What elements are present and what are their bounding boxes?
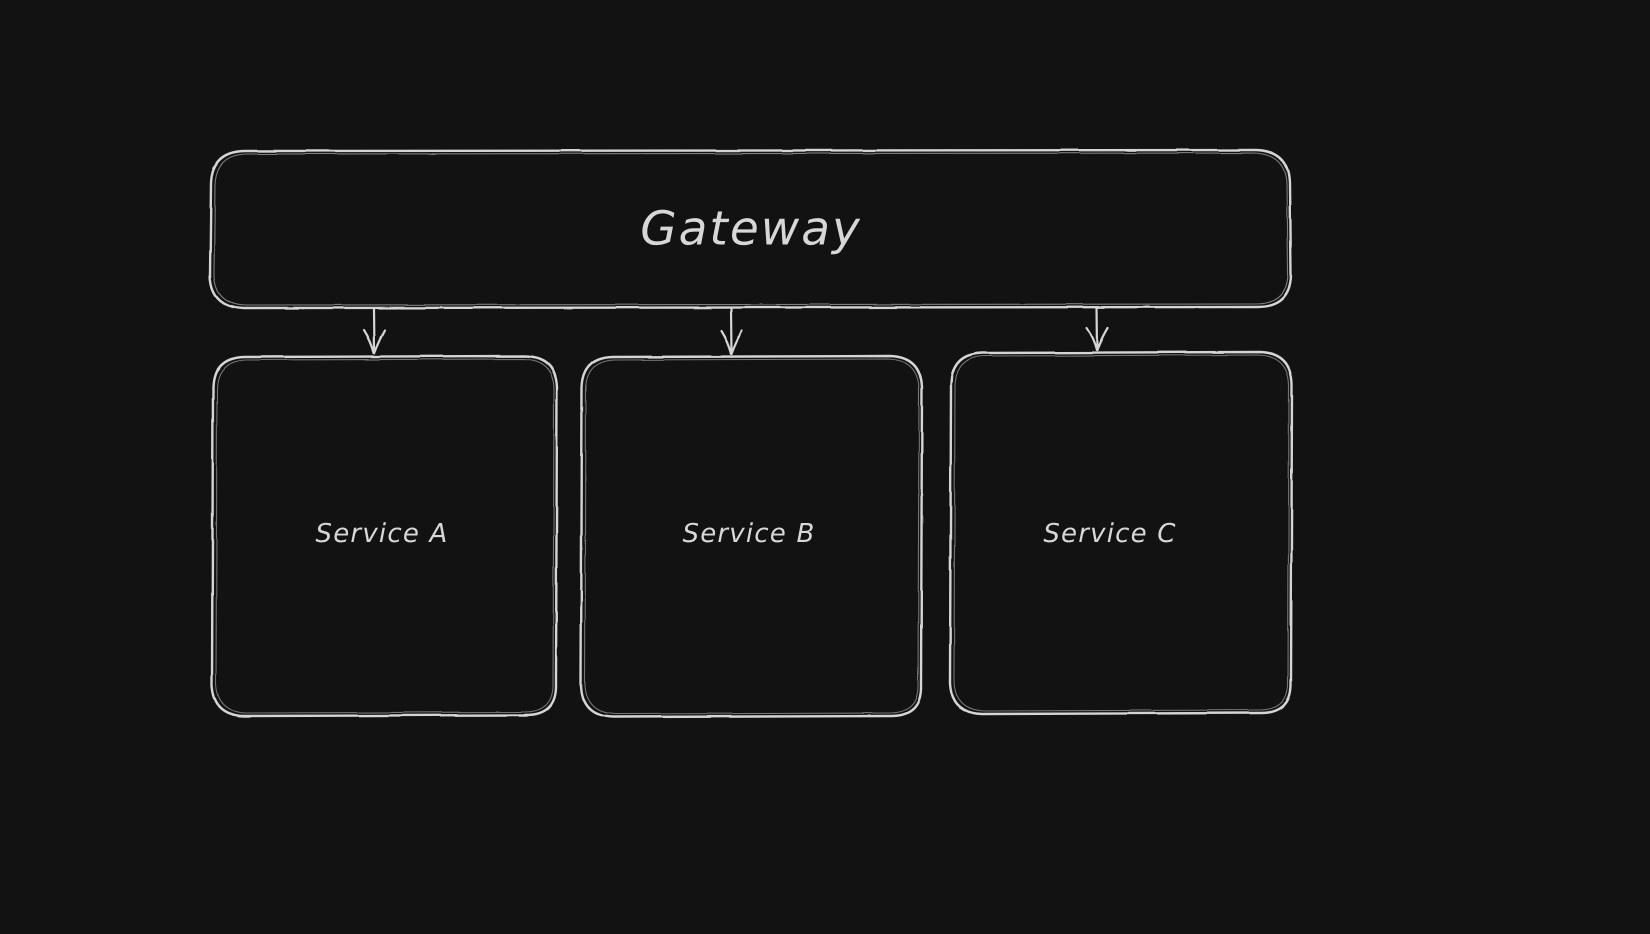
node-service-a-outline [210, 354, 559, 718]
edge-gateway-service-a [362, 307, 387, 355]
node-gateway[interactable] [210, 150, 1292, 308]
node-service-a[interactable] [212, 356, 557, 716]
node-service-b-outline [579, 354, 924, 719]
node-service-c[interactable] [950, 352, 1292, 714]
node-gateway-outline [208, 148, 1293, 310]
node-service-c-outline [948, 350, 1294, 716]
node-service-b[interactable] [581, 356, 922, 717]
edge-gateway-service-c [1085, 306, 1110, 352]
edge-gateway-service-b [719, 307, 744, 356]
